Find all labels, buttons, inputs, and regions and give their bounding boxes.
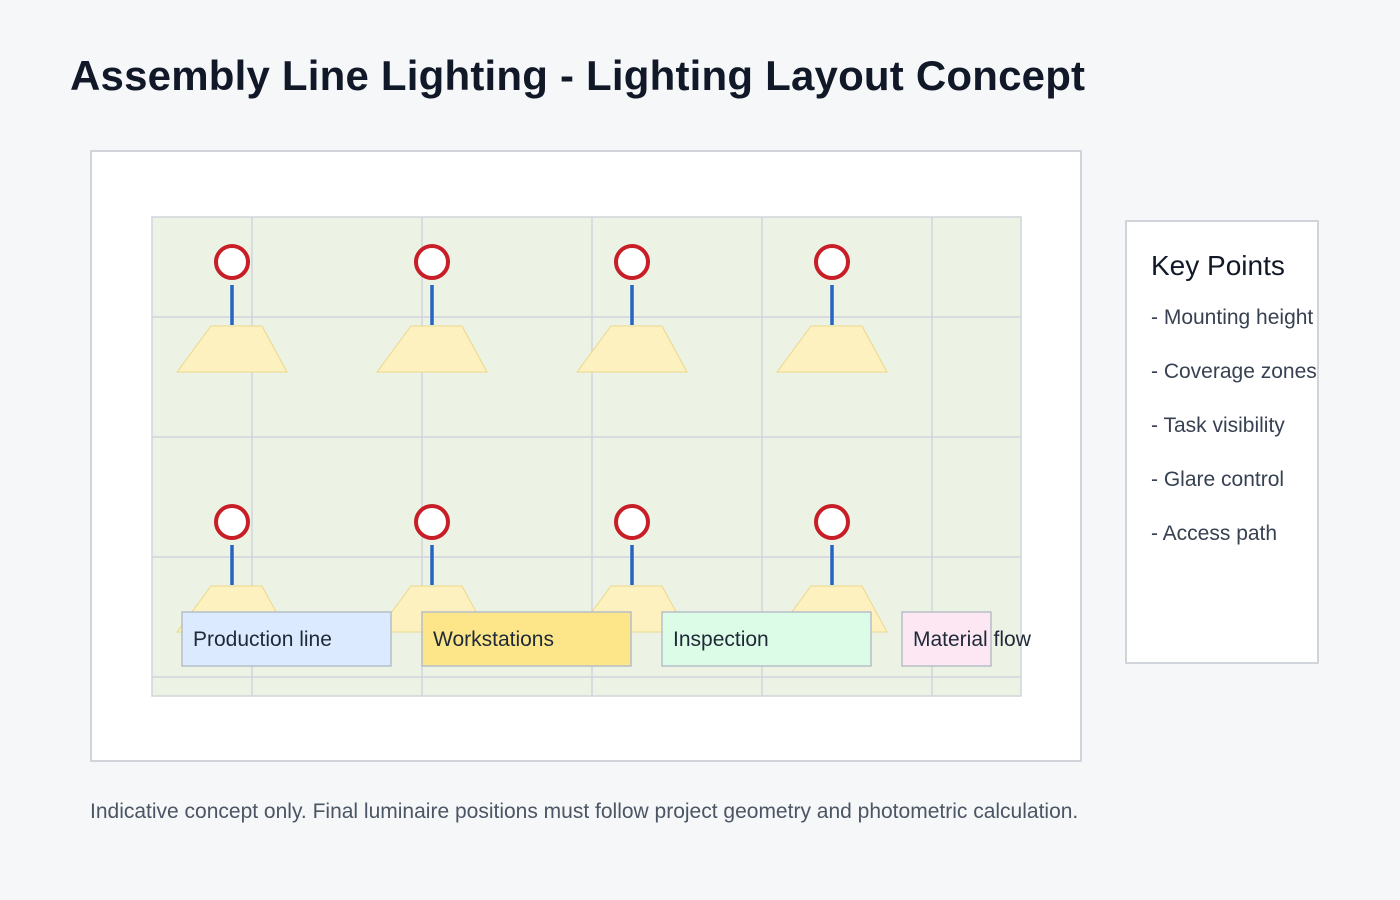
zone-inspection: Inspection	[661, 611, 872, 667]
zone-swatch	[661, 611, 872, 667]
luminaire	[176, 244, 288, 373]
key-point-item: - Access path	[1151, 522, 1278, 545]
luminaire-icon	[414, 504, 450, 540]
zone-label: Material flow	[913, 628, 1032, 651]
luminaire	[376, 244, 488, 373]
luminaire-icon	[414, 244, 450, 280]
zone-material-flow: Material flow	[901, 611, 1032, 667]
luminaire	[576, 244, 688, 373]
key-point-item: - Task visibility	[1151, 414, 1285, 437]
key-point-item: - Coverage zones	[1151, 360, 1317, 383]
light-cone	[576, 325, 688, 373]
luminaire-icon	[814, 504, 850, 540]
light-cone	[776, 325, 888, 373]
light-cone	[376, 325, 488, 373]
zone-swatch	[181, 611, 392, 667]
key-points-panel: Key Points - Mounting height - Coverage …	[1125, 220, 1319, 664]
luminaire-icon	[614, 504, 650, 540]
zone-label: Production line	[193, 628, 332, 651]
luminaire-icon	[614, 244, 650, 280]
key-points-title: Key Points	[1151, 250, 1285, 281]
light-cone	[176, 325, 288, 373]
zone-label: Workstations	[433, 628, 554, 651]
zone-label: Inspection	[673, 628, 769, 651]
key-point-item: - Mounting height	[1151, 306, 1314, 329]
zone-swatch	[421, 611, 632, 667]
zone-production-line: Production line	[181, 611, 392, 667]
key-point-item: - Glare control	[1151, 468, 1285, 491]
zone-workstations: Workstations	[421, 611, 632, 667]
footnote: Indicative concept only. Final luminaire…	[90, 800, 1079, 823]
zone-swatch	[901, 611, 992, 667]
diagram-frame: Production line Workstations Inspection …	[90, 150, 1082, 762]
page-title: Assembly Line Lighting - Lighting Layout…	[70, 52, 1086, 99]
luminaire-icon	[814, 244, 850, 280]
luminaire-icon	[214, 244, 250, 280]
lighting-layout-diagram: Production line Workstations Inspection …	[151, 216, 1032, 697]
luminaire-icon	[214, 504, 250, 540]
luminaire	[776, 244, 888, 373]
